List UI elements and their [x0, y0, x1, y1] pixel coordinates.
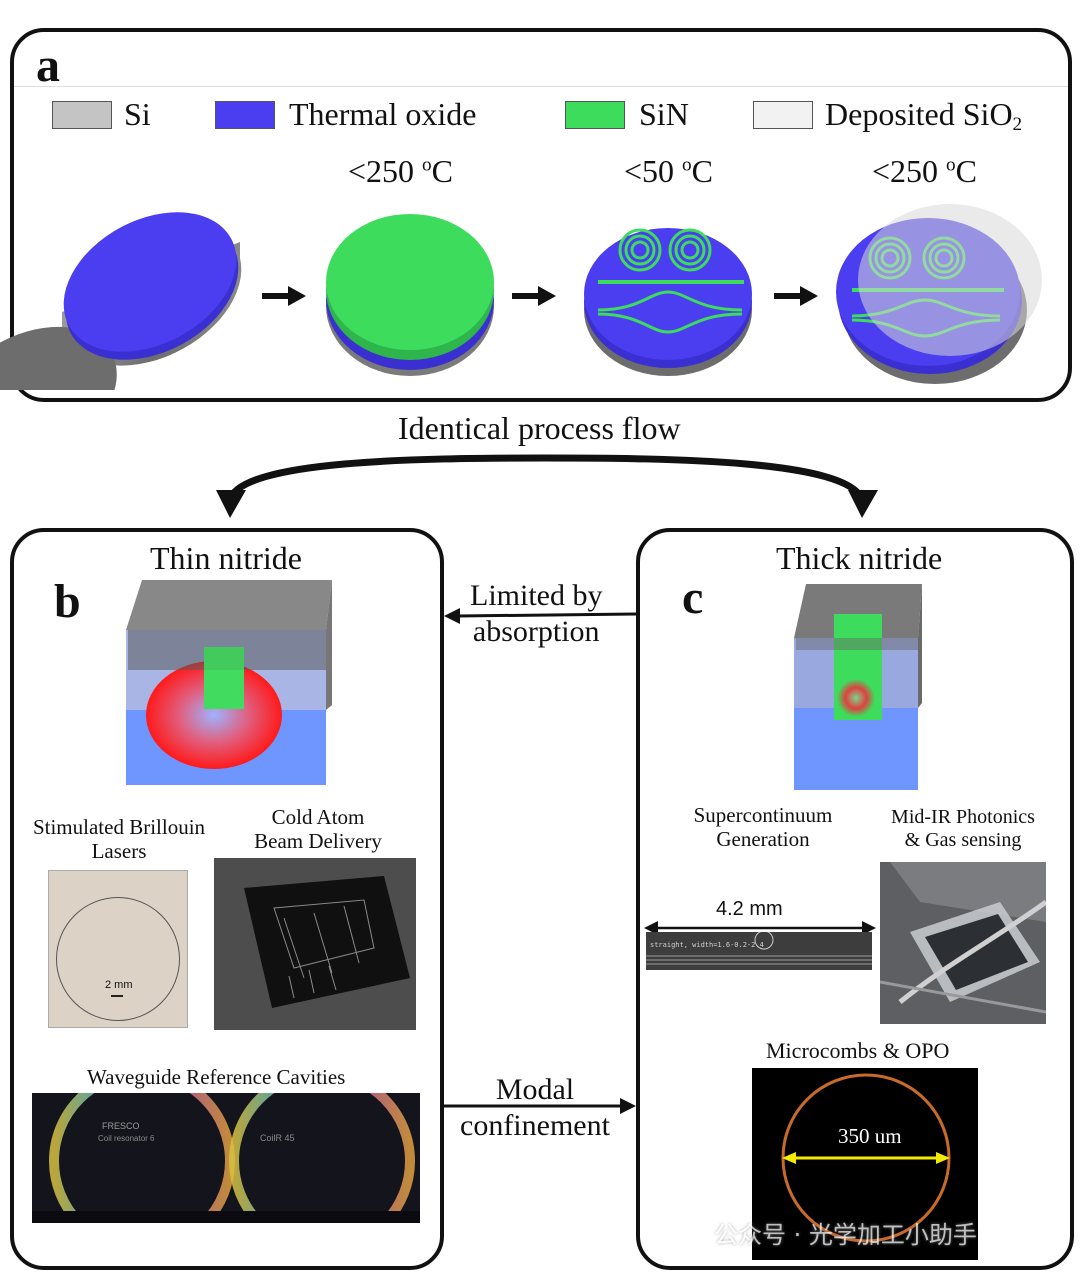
modal-confinement-line1: Modal [495, 1073, 575, 1106]
brillouin-ring [56, 897, 180, 1021]
brillouin-scale-bar [111, 995, 123, 997]
temperature-step-2: <250 oC [348, 155, 453, 187]
temperature-step-3-degree: o [682, 154, 692, 176]
limited-by-absorption-label: Limited by absorption [470, 578, 602, 650]
thick-nitride-title: Thick nitride [776, 540, 943, 576]
supercontinuum-label-line2: Generation [716, 827, 810, 852]
flow-arrows [216, 454, 878, 518]
cavities-chip: FRESCO Coil resonator 6 CoilR 45 [32, 1093, 420, 1223]
temperature-step-3: <50 oC [624, 155, 713, 187]
temperature-step-3-value: <50 [624, 153, 683, 189]
microring [752, 1068, 978, 1260]
cavities-chip-text-2: Coil resonator 6 [98, 1134, 155, 1143]
wafer-sin [326, 214, 494, 376]
supercontinuum-chip-text: straight, width=1.6-0.2-2.4 [650, 941, 764, 949]
thick-nitride-waveguide-diagram [794, 584, 922, 790]
watermark: 公众号 · 光学加工小助手 [672, 1215, 977, 1250]
temperature-step-4-degree: o [946, 154, 956, 176]
temperature-step-4-unit: C [955, 153, 977, 189]
brillouin-scale-label: 2 mm [105, 979, 133, 991]
microring-diameter-label: 350 um [838, 1124, 902, 1148]
midir-photo [880, 862, 1046, 1024]
limited-by-absorption-line2: absorption [472, 615, 600, 648]
arrow-to-thick [444, 1098, 636, 1114]
panel-letter-b: b [54, 575, 81, 628]
cavities-photo: FRESCO Coil resonator 6 CoilR 45 [32, 1093, 420, 1223]
legend-label-sin: SiN [639, 96, 689, 132]
legend-swatch-thermal-oxide [215, 101, 275, 129]
legend-swatch-si [52, 101, 112, 129]
legend-label-thermal-oxide: Thermal oxide [289, 96, 477, 132]
thin-nitride-title: Thin nitride [150, 540, 302, 576]
brillouin-label-line1: Stimulated Brillouin [32, 815, 206, 839]
temperature-step-4: <250 oC [872, 155, 977, 187]
cavities-label: Waveguide Reference Cavities [87, 1065, 346, 1089]
panel-letter-c: c [682, 571, 704, 624]
cavities-chip-text-1: FRESCO [102, 1121, 140, 1131]
length-arrow [644, 921, 876, 935]
legend-swatch-sin [565, 101, 625, 129]
temperature-step-2-unit: C [431, 153, 453, 189]
legend-label-si: Si [124, 96, 151, 132]
supercontinuum-label: Supercontinuum Generation [672, 803, 854, 851]
cold-atom-label-line1: Cold Atom [271, 805, 365, 829]
wafer-thermal-oxide [0, 212, 242, 390]
arrow-to-thin [444, 608, 637, 624]
legend-label-deposited-sio2-subscript: 2 [1012, 113, 1023, 135]
brillouin-label-line2: Lasers [91, 839, 147, 864]
panel-a-divider [14, 86, 1068, 87]
cold-atom-photo [214, 858, 416, 1030]
panel-letter-a: a [36, 39, 60, 92]
limited-by-absorption-line1: Limited by [470, 579, 603, 612]
microcombs-photo: 350 um [752, 1068, 978, 1260]
brillouin-label: Stimulated Brillouin Lasers [24, 815, 214, 863]
thin-nitride-waveguide-diagram [126, 580, 332, 785]
supercontinuum-length-label: 4.2 mm [716, 898, 783, 920]
temperature-step-4-value: <250 [872, 153, 947, 189]
midir-device [880, 862, 1046, 1024]
temperature-step-2-value: <250 [348, 153, 423, 189]
flow-label: Identical process flow [398, 410, 681, 446]
legend-swatch-deposited-sio2 [753, 101, 813, 129]
microcombs-label: Microcombs & OPO [766, 1038, 950, 1063]
cold-atom-label-line2: Beam Delivery [254, 829, 382, 854]
watermark-text: 公众号 · 光学加工小助手 [714, 1221, 977, 1249]
temperature-step-2-degree: o [422, 154, 432, 176]
midir-label-line2: & Gas sensing [904, 829, 1022, 851]
supercontinuum-label-line1: Supercontinuum [693, 803, 833, 827]
legend-label-deposited-sio2: Deposited SiO2 [825, 98, 1022, 134]
wafer-patterned [584, 228, 752, 376]
temperature-step-3-unit: C [691, 153, 713, 189]
cold-atom-label: Cold Atom Beam Delivery [218, 805, 418, 853]
modal-confinement-line2: confinement [460, 1109, 610, 1142]
process-flow-wafers [0, 204, 1042, 390]
supercontinuum-chip: straight, width=1.6-0.2-2.4 [646, 932, 872, 970]
brillouin-photo: 2 mm [48, 870, 188, 1028]
cold-atom-chip [214, 858, 416, 1030]
cavities-chip-text-3: CoilR 45 [260, 1133, 295, 1143]
supercontinuum-chip-photo: straight, width=1.6-0.2-2.4 [646, 932, 872, 970]
modal-confinement-label: Modal confinement [460, 1072, 610, 1144]
midir-label-line1: Mid-IR Photonics [891, 806, 1035, 828]
legend-label-deposited-sio2-text: Deposited SiO [825, 96, 1013, 132]
wechat-icon [672, 1222, 706, 1250]
wafer-cladded [836, 204, 1042, 384]
midir-label: Mid-IR Photonics & Gas sensing [882, 806, 1044, 852]
